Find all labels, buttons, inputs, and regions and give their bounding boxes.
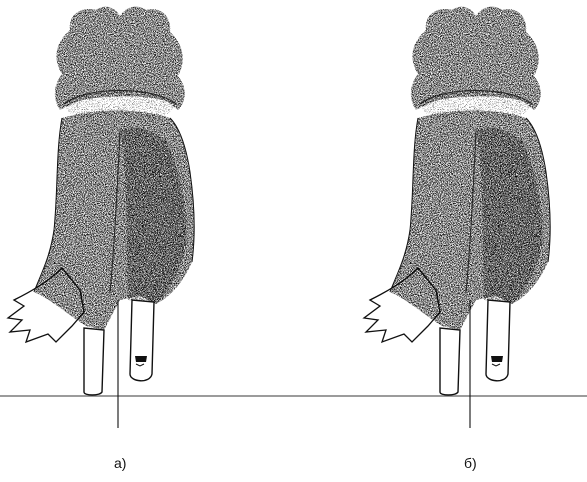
panel-label-b: б) [464, 455, 477, 471]
dog-drawing-a [8, 7, 194, 395]
dog-drawing-b [364, 7, 550, 395]
panel-label-a: а) [114, 455, 126, 471]
